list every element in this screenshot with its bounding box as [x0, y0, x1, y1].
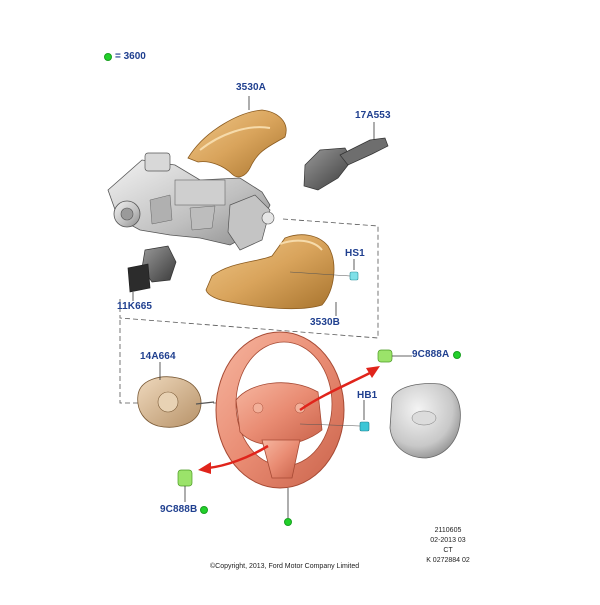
label-9c888a: 9C888A	[412, 349, 450, 360]
legend-marker-icon	[104, 52, 112, 61]
steering-column-assembly	[107, 152, 275, 251]
label-11k665: 11K665	[117, 301, 153, 312]
drawing-reference: 2110605 02-2013 03 CT K 0272884 02	[418, 526, 478, 566]
steering-wheel	[215, 331, 345, 518]
driver-airbag	[389, 383, 461, 459]
upper-shroud-3530a	[187, 96, 287, 178]
drawing-date: 02-2013 03	[430, 537, 466, 544]
label-14a664: 14A664	[140, 351, 176, 362]
label-hs1: HS1	[345, 248, 365, 259]
drawing-reference-number: K 0272884 02	[426, 557, 470, 564]
switch-9c888a	[377, 349, 412, 363]
screw-hs1	[289, 259, 359, 281]
legend: = 3600	[104, 51, 146, 62]
label-3530b: 3530B	[310, 317, 340, 328]
marker-9c888a-icon	[453, 351, 461, 359]
label-17a553: 17A553	[355, 110, 391, 121]
marker-9c888b-icon	[200, 506, 208, 514]
legend-text: = 3600	[115, 51, 146, 62]
lower-shroud-3530b	[205, 234, 337, 316]
wiper-switch-11k665	[127, 245, 177, 301]
clockspring-14a664	[137, 362, 215, 428]
drawing-code: CT	[443, 547, 453, 554]
screw-hb1	[299, 400, 370, 432]
label-3530a: 3530A	[236, 82, 266, 93]
switch-9c888b	[177, 469, 193, 502]
multifunction-switch-17a553	[303, 122, 389, 191]
copyright-notice: ©Copyright, 2013, Ford Motor Company Lim…	[210, 563, 360, 570]
marker-wheel-icon	[284, 518, 292, 526]
drawing-number: 2110605	[434, 527, 462, 534]
direction-arrows	[198, 366, 380, 474]
label-hb1: HB1	[357, 390, 378, 401]
label-9c888b: 9C888B	[160, 504, 198, 515]
